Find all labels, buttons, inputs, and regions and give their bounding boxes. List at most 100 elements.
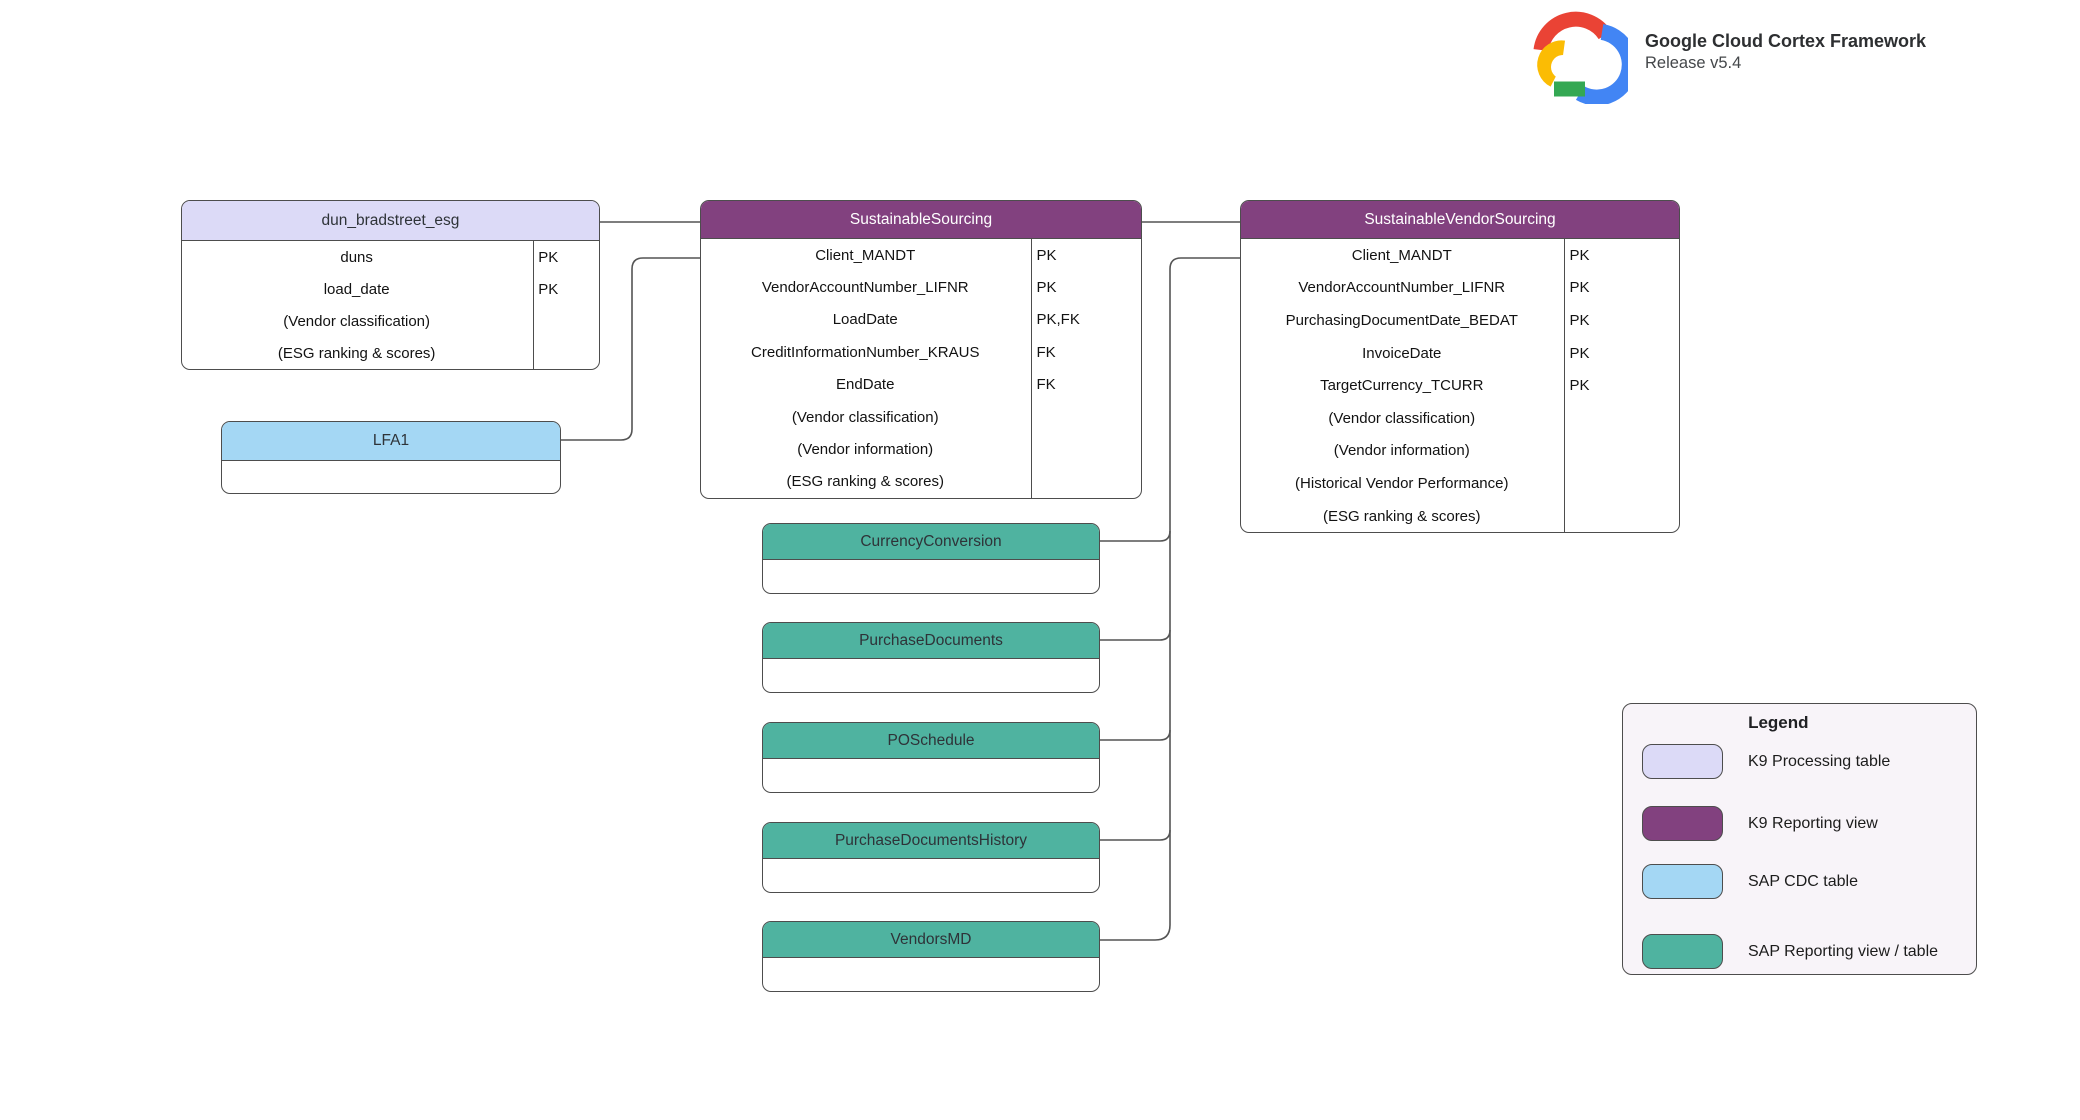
field-name: Client_MANDT: [815, 246, 916, 264]
table-empty-body: [763, 560, 1099, 593]
table-row: (Vendor information): [1241, 435, 1679, 468]
field-name: (Vendor classification): [283, 312, 431, 330]
field-key: PK: [538, 248, 559, 266]
table-row: Client_MANDT PK: [701, 239, 1141, 271]
pk-column-divider: [533, 241, 534, 369]
field-name: duns: [340, 248, 373, 266]
legend-swatch-sap-reporting: [1642, 934, 1723, 969]
connector-purchasedocuments: [1100, 629, 1171, 641]
table-vendorsmd: VendorsMD: [762, 921, 1100, 992]
table-empty-body: [763, 958, 1099, 991]
field-name: CreditInformationNumber_KRAUS: [751, 343, 980, 361]
field-key: PK: [1569, 377, 1590, 395]
table-purchasedocuments: PurchaseDocuments: [762, 622, 1100, 693]
table-title: SustainableSourcing: [701, 201, 1141, 239]
google-cloud-logo-icon: [1533, 11, 1628, 104]
table-rows: Client_MANDT PK VendorAccountNumber_LIFNR P…: [1241, 239, 1679, 533]
field-name: TargetCurrency_TCURR: [1320, 377, 1484, 395]
table-row: (Vendor classification): [701, 401, 1141, 433]
table-row: (ESG ranking & scores): [701, 466, 1141, 498]
table-row: (Historical Vendor Performance): [1241, 467, 1679, 500]
table-empty-body: [763, 859, 1099, 892]
table-row: (Vendor information): [701, 433, 1141, 465]
field-key: PK: [1569, 344, 1590, 362]
field-name: InvoiceDate: [1362, 344, 1442, 362]
pk-column-divider: [1564, 239, 1565, 533]
field-name: VendorAccountNumber_LIFNR: [1298, 279, 1506, 297]
table-empty-body: [763, 759, 1099, 792]
field-name: (ESG ranking & scores): [786, 473, 945, 491]
field-name: EndDate: [836, 376, 895, 394]
table-empty-body: [763, 659, 1099, 692]
table-title: LFA1: [222, 422, 560, 461]
legend-item: K9 Reporting view: [1642, 806, 1878, 841]
pk-column-divider: [1031, 239, 1032, 499]
field-key: PK: [1036, 279, 1057, 297]
legend-title: Legend: [1748, 713, 1809, 732]
legend-item: K9 Processing table: [1642, 744, 1890, 779]
table-poschedule: POSchedule: [762, 722, 1100, 793]
legend-swatch-k9-processing: [1642, 744, 1723, 779]
table-row: EndDate FK: [701, 369, 1141, 401]
table-row: Client_MANDT PK: [1241, 239, 1679, 272]
field-name: (Historical Vendor Performance): [1295, 474, 1509, 492]
field-key: PK: [1569, 311, 1590, 329]
field-name: (Vendor information): [1333, 442, 1470, 460]
table-row: (Vendor classification): [182, 305, 599, 337]
legend-item: SAP CDC table: [1642, 864, 1858, 899]
legend-swatch-k9-reporting: [1642, 806, 1723, 841]
table-title: SustainableVendorSourcing: [1241, 201, 1679, 239]
field-name: (Vendor classification): [1328, 409, 1476, 427]
table-title: PurchaseDocumentsHistory: [763, 823, 1099, 859]
field-key: FK: [1036, 376, 1056, 394]
field-key: PK: [1036, 246, 1057, 264]
table-title: CurrencyConversion: [763, 524, 1099, 560]
field-name: LoadDate: [832, 311, 898, 329]
brand-release-version: Release v5.4: [1645, 54, 1742, 72]
field-key: PK: [1569, 279, 1590, 297]
table-row: CreditInformationNumber_KRAUS FK: [701, 336, 1141, 368]
field-key: PK: [1569, 246, 1590, 264]
table-row: duns PK: [182, 241, 599, 273]
table-row: (Vendor classification): [1241, 402, 1679, 435]
table-row: VendorAccountNumber_LIFNR PK: [1241, 272, 1679, 305]
legend-label: K9 Processing table: [1748, 752, 1891, 770]
legend-swatch-sap-cdc: [1642, 864, 1723, 899]
table-row: VendorAccountNumber_LIFNR PK: [701, 271, 1141, 303]
field-key: FK: [1036, 343, 1056, 361]
connector-currencyconversion: [1100, 530, 1171, 542]
legend-label: SAP CDC table: [1748, 872, 1858, 890]
legend-label: SAP Reporting view / table: [1748, 942, 1939, 960]
table-empty-body: [222, 461, 560, 493]
connector-poschedule: [1100, 729, 1171, 741]
field-key: PK,FK: [1036, 311, 1080, 329]
legend-item: SAP Reporting view / table: [1642, 934, 1938, 969]
table-currencyconversion: CurrencyConversion: [762, 523, 1100, 594]
table-row: TargetCurrency_TCURR PK: [1241, 369, 1679, 402]
table-lfa1: LFA1: [221, 421, 561, 494]
table-title: dun_bradstreet_esg: [182, 201, 599, 241]
brand-block: Google Cloud Cortex Framework Release v5…: [1645, 30, 1926, 74]
brand-title: Google Cloud Cortex Framework: [1645, 31, 1927, 51]
field-name: (ESG ranking & scores): [1322, 507, 1481, 525]
field-name: (Vendor information): [797, 441, 934, 459]
table-row: InvoiceDate PK: [1241, 337, 1679, 370]
table-rows: Client_MANDT PK VendorAccountNumber_LIFNR P…: [701, 239, 1141, 499]
legend-label: K9 Reporting view: [1748, 814, 1878, 832]
field-key: PK: [538, 280, 559, 298]
field-name: Client_MANDT: [1351, 246, 1452, 264]
table-title: VendorsMD: [763, 922, 1099, 958]
legend: Legend K9 Processing table K9 Reporting v…: [1622, 703, 1977, 975]
table-row: (ESG ranking & scores): [1241, 500, 1679, 533]
field-name: (Vendor classification): [791, 408, 939, 426]
table-row: LoadDate PK,FK: [701, 304, 1141, 336]
table-title: PurchaseDocuments: [763, 623, 1099, 659]
field-name: VendorAccountNumber_LIFNR: [761, 279, 969, 297]
